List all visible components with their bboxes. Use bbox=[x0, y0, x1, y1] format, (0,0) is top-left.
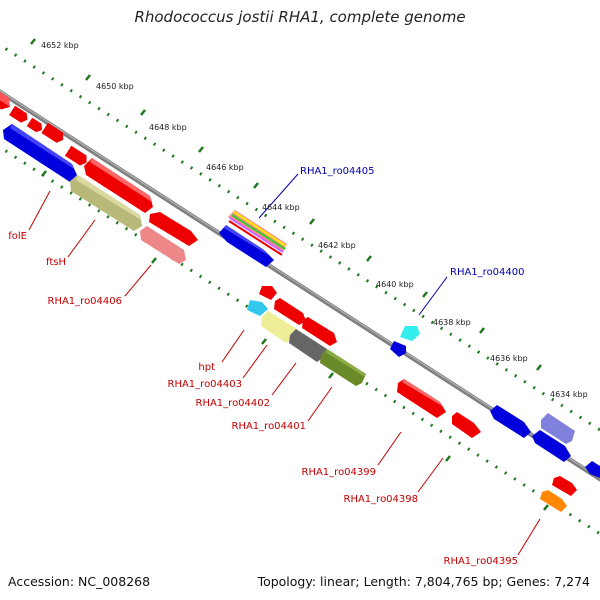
gene-label[interactable]: RHA1_ro04402 bbox=[196, 398, 271, 409]
gene-labels: RHA1_ro04405 RHA1_ro04400 folE ftsH RHA1… bbox=[8, 166, 524, 567]
genome-summary: Topology: linear; Length: 7,804,765 bp; … bbox=[257, 574, 590, 589]
gene-red bbox=[302, 317, 337, 346]
scale-ticks bbox=[30, 38, 542, 371]
gene-label[interactable]: RHA1_ro04398 bbox=[344, 494, 419, 505]
gene-label[interactable]: folE bbox=[8, 231, 27, 242]
scale-track-lower bbox=[0, 145, 600, 536]
gene-label[interactable]: RHA1_ro04405 bbox=[300, 166, 375, 177]
scale-label: 4634 kbp bbox=[550, 390, 588, 399]
scale-label: 4638 kbp bbox=[433, 318, 471, 327]
gene-red bbox=[26, 117, 43, 133]
gene-cyan bbox=[247, 300, 268, 316]
scale-labels: 4652 kbp 4650 kbp 4648 kbp 4646 kbp 4644… bbox=[41, 41, 588, 399]
scale-label: 4644 kbp bbox=[262, 203, 300, 212]
gene-red bbox=[274, 298, 306, 325]
gene-blue bbox=[3, 124, 77, 182]
scale-label: 4640 kbp bbox=[376, 280, 414, 289]
gene-red bbox=[259, 286, 277, 300]
gene-pink bbox=[140, 226, 186, 264]
scale-label: 4642 kbp bbox=[318, 241, 356, 250]
scale-label: 4650 kbp bbox=[96, 82, 134, 91]
gene-features bbox=[0, 89, 198, 264]
gene-label[interactable]: RHA1_ro04406 bbox=[48, 296, 123, 307]
gene-pale-yellow bbox=[261, 311, 297, 343]
gene-lavender bbox=[541, 413, 575, 444]
gene-red bbox=[452, 412, 481, 438]
gene-label[interactable]: RHA1_ro04399 bbox=[302, 467, 377, 478]
gene-cyan bbox=[400, 326, 420, 341]
gene-orange bbox=[540, 490, 567, 512]
gene-blue bbox=[390, 341, 406, 357]
gene-label[interactable]: RHA1_ro04401 bbox=[232, 421, 307, 432]
accession-text: Accession: NC_008268 bbox=[8, 574, 151, 589]
gene-red bbox=[552, 476, 577, 496]
scale-label: 4646 kbp bbox=[206, 163, 244, 172]
gene-red bbox=[64, 145, 87, 166]
gene-red bbox=[0, 89, 11, 110]
gene-red bbox=[41, 122, 64, 143]
gene-khaki bbox=[70, 175, 142, 231]
gene-blue bbox=[585, 461, 600, 478]
gene-blue bbox=[490, 405, 531, 438]
gene-label[interactable]: RHA1_ro04403 bbox=[168, 379, 243, 390]
gene-red bbox=[149, 212, 198, 246]
scale-label: 4652 kbp bbox=[41, 41, 79, 50]
gene-label[interactable]: RHA1_ro04395 bbox=[444, 556, 519, 567]
scale-label: 4636 kbp bbox=[490, 354, 528, 363]
gene-gray bbox=[289, 329, 327, 362]
gene-label[interactable]: hpt bbox=[198, 362, 215, 373]
gene-red-long bbox=[84, 158, 153, 213]
gene-blue bbox=[532, 430, 571, 462]
scale-label: 4648 kbp bbox=[149, 123, 187, 132]
gene-label[interactable]: RHA1_ro04400 bbox=[450, 267, 525, 278]
gene-blue bbox=[219, 225, 274, 267]
gene-label[interactable]: ftsH bbox=[46, 257, 66, 268]
scale-track-upper bbox=[0, 43, 600, 432]
gene-red bbox=[397, 379, 446, 418]
gene-red bbox=[9, 105, 28, 123]
label-leaders bbox=[28, 173, 541, 556]
map-title: Rhodococcus jostii RHA1, complete genome bbox=[134, 8, 466, 26]
gene-olive bbox=[320, 349, 366, 386]
